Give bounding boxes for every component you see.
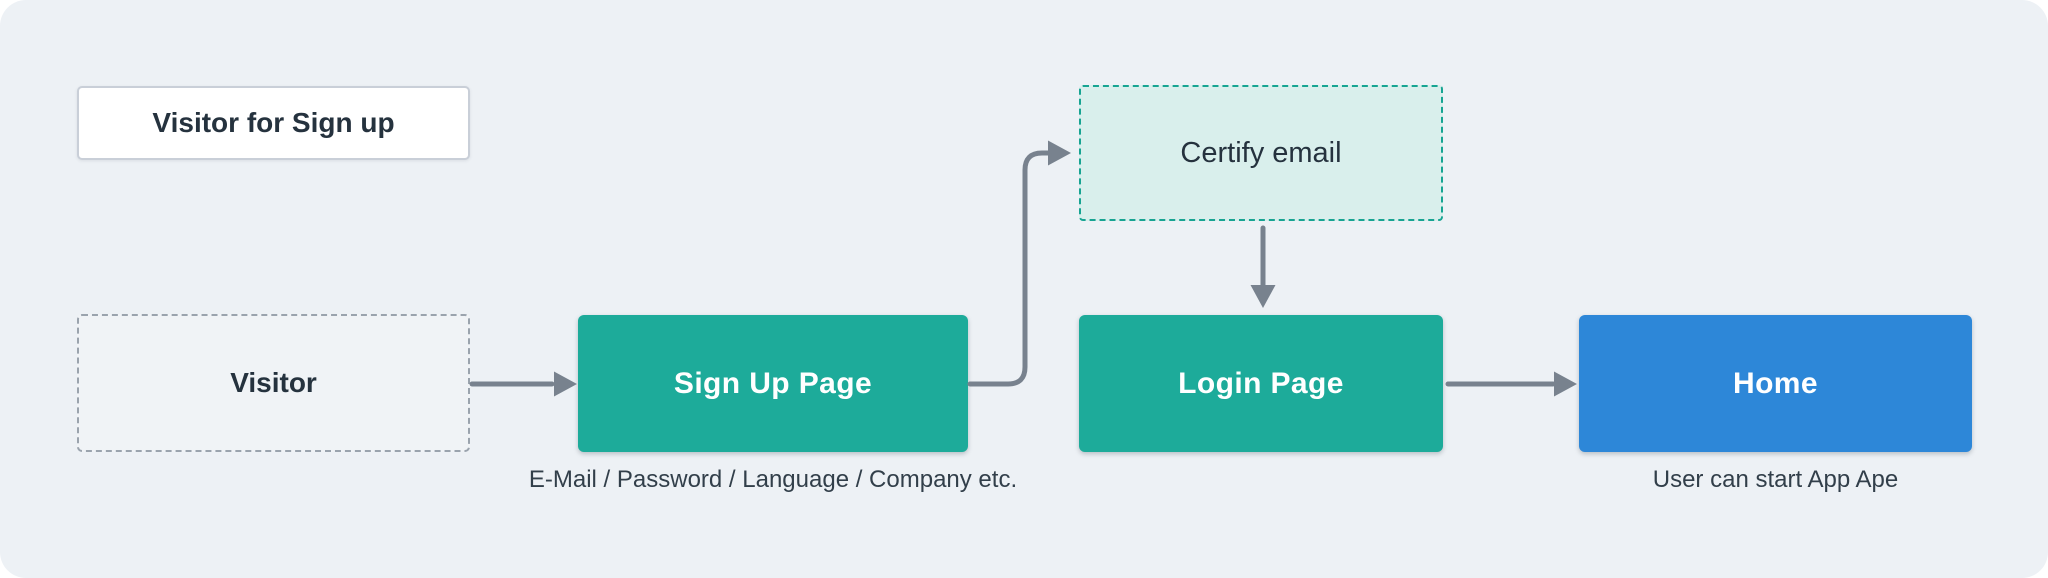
- caption-home: User can start App Ape: [1579, 460, 1972, 500]
- arrow-signup-to-certify: [967, 140, 1071, 387]
- node-visitor-label: Visitor: [230, 367, 317, 398]
- node-certify-email-label: Certify email: [1180, 136, 1342, 169]
- diagram-title-box: Visitor for Sign up: [77, 86, 470, 160]
- caption-sign-up-page-text: E-Mail / Password / Language / Company e…: [528, 466, 1018, 493]
- node-home-label: Home: [1733, 366, 1818, 400]
- arrow-login-to-home: [1445, 371, 1577, 397]
- caption-sign-up-page: E-Mail / Password / Language / Company e…: [528, 460, 1018, 500]
- node-certify-email: Certify email: [1079, 85, 1443, 221]
- diagram-title-label: Visitor for Sign up: [152, 107, 395, 138]
- node-home: Home: [1579, 315, 1972, 452]
- arrow-visitor-to-signup: [469, 371, 577, 397]
- arrow-certify-to-login: [1250, 225, 1276, 308]
- node-login-page: Login Page: [1079, 315, 1443, 452]
- caption-home-text: User can start App Ape: [1652, 466, 1899, 493]
- node-sign-up-page: Sign Up Page: [578, 315, 968, 452]
- node-visitor: Visitor: [77, 314, 470, 452]
- node-login-page-label: Login Page: [1178, 366, 1344, 400]
- node-sign-up-page-label: Sign Up Page: [673, 366, 873, 400]
